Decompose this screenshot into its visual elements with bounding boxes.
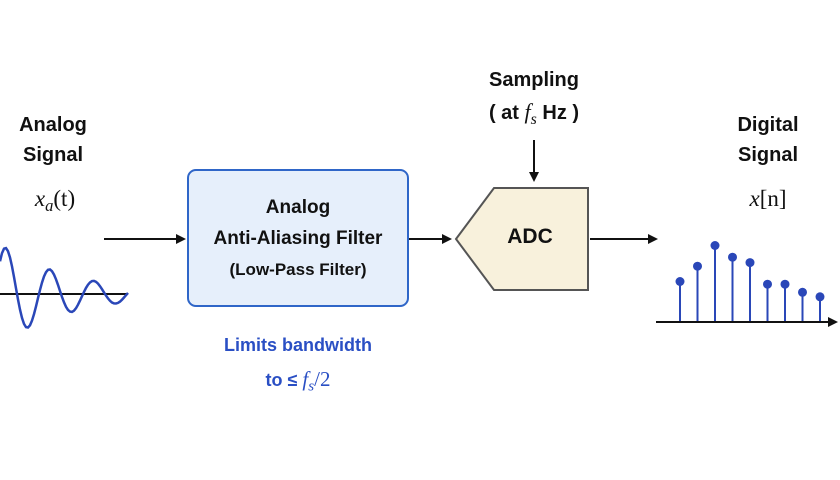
bandwidth-note-prefix: to ≤ (265, 370, 298, 390)
analog-symbol-var: x (34, 186, 46, 211)
analog-signal-symbol: xa(t) (0, 184, 110, 221)
bandwidth-note: Limits bandwidth to ≤ fs/2 (188, 328, 408, 404)
adc-label: ADC (507, 225, 553, 248)
filter-line2: Anti-Aliasing Filter (213, 228, 383, 249)
sample-point (693, 261, 702, 271)
sampling-rate-sub: s (530, 110, 537, 128)
analog-title-line2: Signal (22, 144, 83, 166)
digital-title-line1: Digital (737, 114, 799, 136)
digital-title-line2: Signal (737, 144, 798, 166)
analog-symbol-sub: a (45, 195, 54, 215)
bandwidth-note-var: f (302, 367, 309, 391)
analog-symbol-arg: (t) (53, 186, 76, 211)
digital-symbol-arg: [n] (759, 186, 787, 211)
sampling-rate: ( at fs Hz ) (454, 96, 614, 136)
bandwidth-note-suffix: /2 (314, 367, 331, 391)
sampling-label: Sampling ( at fs Hz ) (454, 64, 614, 136)
sample-point (675, 277, 685, 286)
filter-label: Analog Anti-Aliasing Filter (Low-Pass Fi… (188, 192, 408, 285)
sample-point (745, 258, 755, 268)
sample-point (728, 252, 737, 262)
sample-point (763, 279, 772, 289)
analog-signal-title: Analog Signal (0, 110, 106, 170)
bandwidth-note-sub: s (308, 378, 315, 395)
digital-signal-symbol: x[n] (712, 184, 824, 214)
sampling-rate-suffix: Hz ) (542, 102, 580, 124)
bandwidth-note-line2: to ≤ fs/2 (188, 362, 408, 404)
digital-signal-title: Digital Signal (712, 110, 824, 170)
anti-aliasing-filter-box (187, 169, 409, 307)
sampling-rate-var: f (524, 99, 531, 124)
sample-point (798, 287, 807, 297)
digital-samples (675, 241, 825, 322)
sample-point (710, 241, 720, 250)
adc-block (454, 187, 589, 291)
digital-symbol-var: x (749, 186, 760, 211)
sample-point (815, 292, 825, 302)
bandwidth-note-line1: Limits bandwidth (224, 335, 372, 355)
analog-waveform (0, 246, 129, 329)
sampling-title: Sampling (488, 69, 579, 91)
sample-point (780, 279, 790, 289)
filter-line3: (Low-Pass Filter) (229, 260, 367, 279)
filter-line1: Analog (265, 197, 331, 218)
sampling-rate-prefix: ( at (488, 102, 519, 124)
analog-title-line1: Analog (19, 114, 87, 136)
